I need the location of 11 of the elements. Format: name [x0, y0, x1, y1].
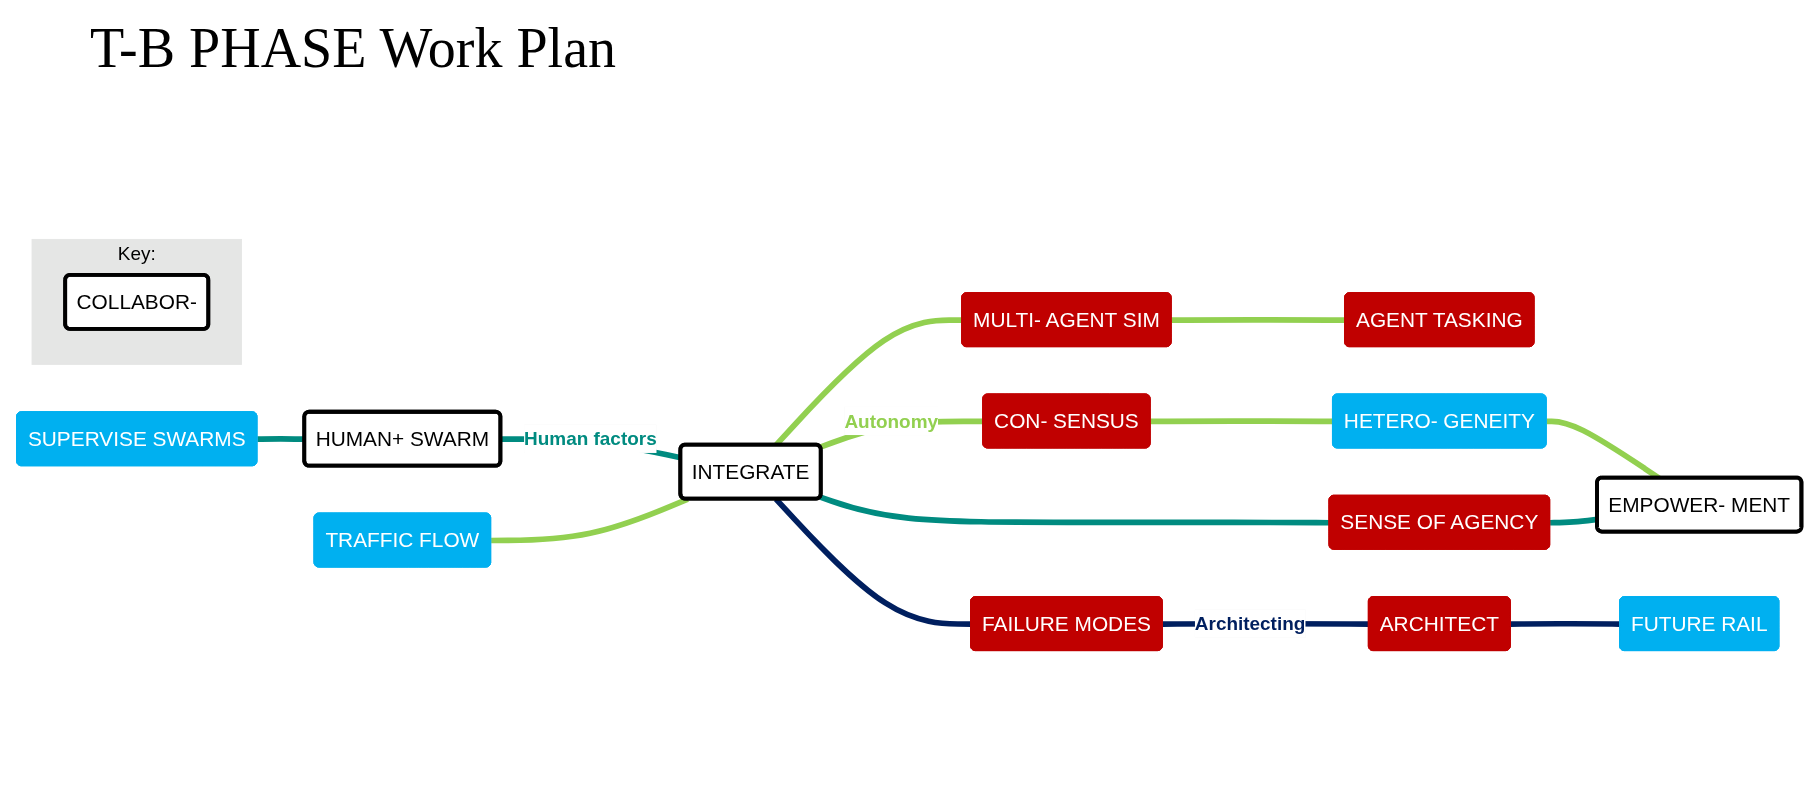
connector	[1510, 620, 1621, 627]
connector	[819, 494, 1330, 526]
connector	[257, 436, 305, 443]
edge-label: Human factors	[524, 428, 657, 450]
connector	[1550, 516, 1598, 526]
title: T-B PHASE Work Plan	[90, 16, 617, 80]
connector	[1150, 418, 1333, 425]
connector	[1171, 317, 1346, 323]
edge-label: Autonomy	[844, 410, 939, 432]
edge-label: Architecting	[1194, 613, 1306, 635]
connector	[491, 496, 689, 544]
